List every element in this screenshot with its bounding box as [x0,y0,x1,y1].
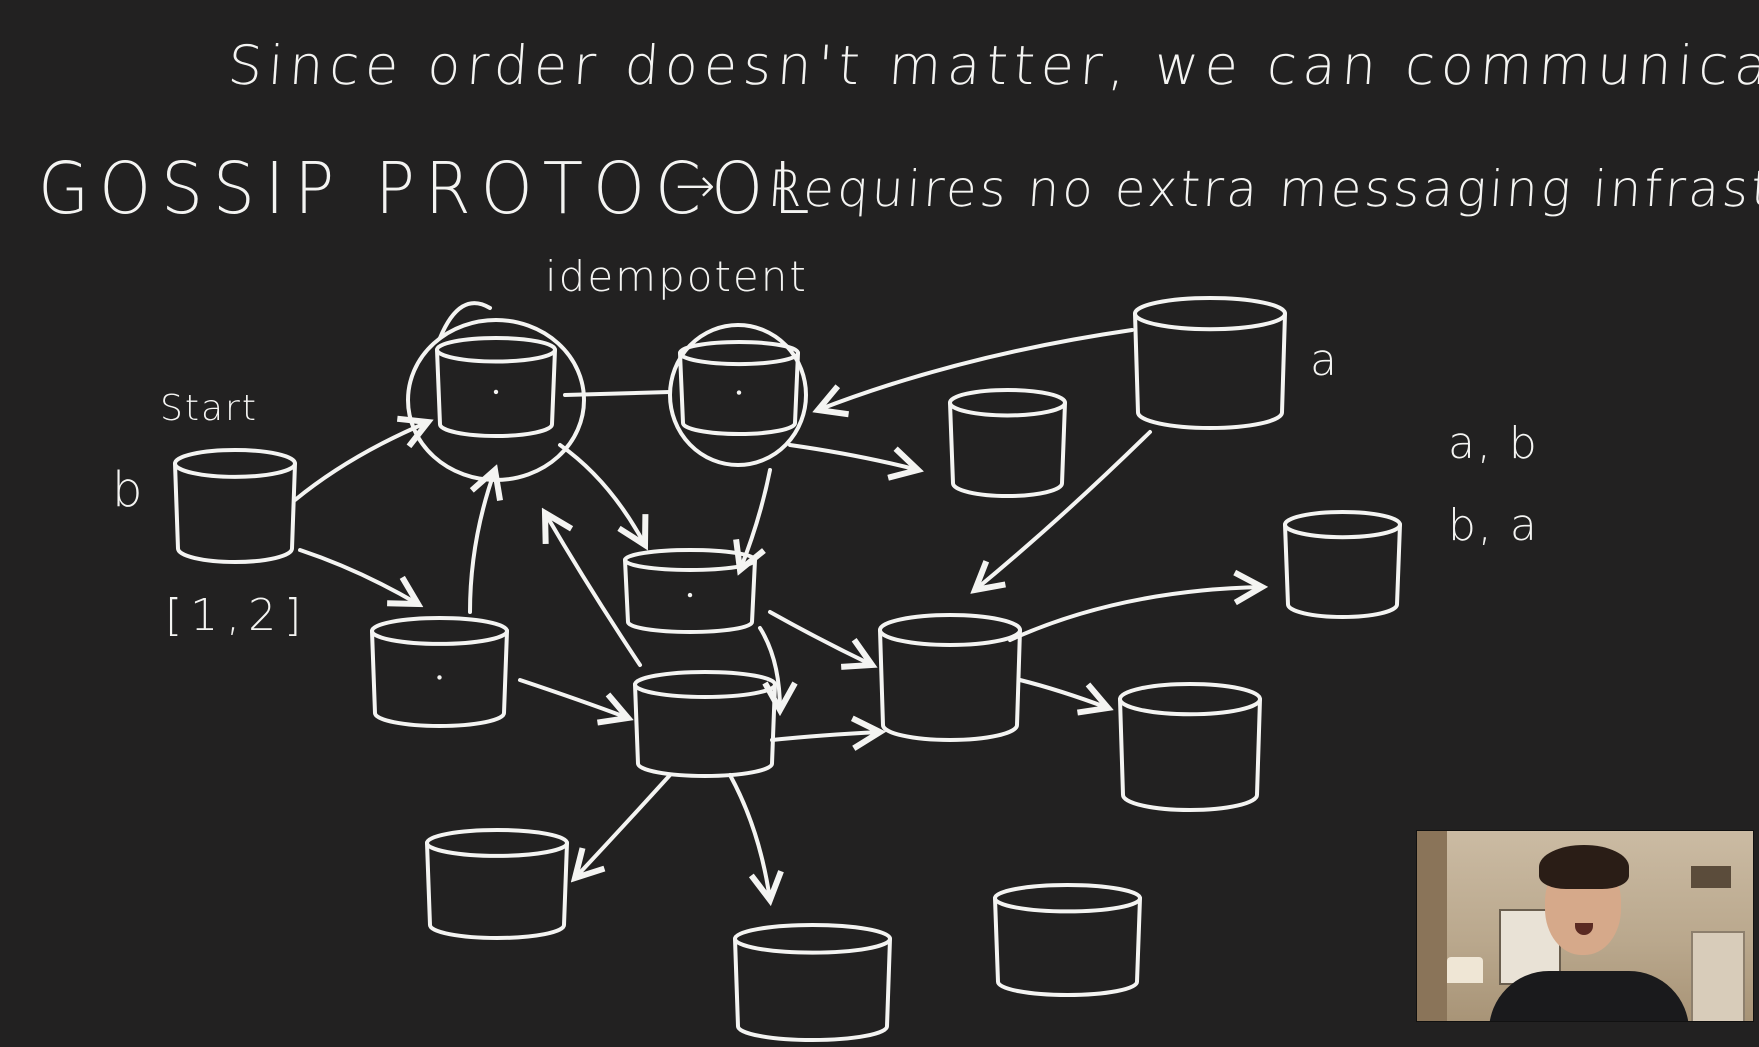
node-top [173,448,297,479]
b-label: b [112,462,145,518]
edge-start-to-left-low [298,548,418,604]
node-body [435,347,557,438]
database-node-source-a [1133,296,1287,430]
database-node-bottom-mid [733,923,892,1042]
node-top [878,613,1022,647]
database-node-far-right [1283,509,1402,619]
node-top [993,883,1142,914]
node-body [370,628,509,728]
node-dot [493,389,499,395]
edges [293,328,1262,900]
node-body [993,896,1142,997]
database-node-idem-left [435,336,557,438]
edge-start-to-idem-left [293,422,428,502]
webcam-door [1691,931,1745,1021]
node-top [370,616,509,646]
node-body [948,400,1067,498]
database-node-right-low [1118,682,1262,812]
idempotent-circle-right [668,323,808,467]
database-node-idem-right [678,340,800,436]
edge-idem-right-to-center-top [740,468,772,570]
edge-source-a-to-idem-right [818,328,1134,410]
idempotent-circles [406,301,808,482]
webcam-lamp [1447,957,1483,983]
database-node-hub [878,613,1022,742]
idempotent-loop-left [438,301,492,340]
node-body [878,628,1022,742]
webcam-shelf [1417,831,1447,1021]
edge-left-low-to-idem-left [468,470,495,614]
edge-center-to-bottom-left [575,773,672,878]
node-body [633,682,777,778]
database-node-mid-right [948,388,1067,498]
webcam-vent [1691,866,1731,888]
node-dot [687,592,693,598]
start-label: Start [160,388,258,429]
node-body [733,936,892,1042]
edge-hub-to-far-right [1008,587,1262,642]
edge-center-top-to-hub [768,610,872,665]
idempotent-label: idempotent [545,252,808,301]
database-node-bottom-left [425,828,569,940]
presenter-hair [1539,845,1629,889]
node-body [1118,697,1262,812]
node-body [1283,522,1402,619]
webcam-overlay [1416,830,1754,1022]
list-label: [1,2] [165,590,310,641]
idempotent-circle-left [406,318,586,482]
node-top [1283,509,1402,540]
database-node-left-low [370,616,509,728]
node-top [623,548,757,572]
node-body [173,461,297,564]
edge-center-to-idem-left [545,513,642,667]
node-dot [736,390,742,395]
edge-center-top-to-center [758,626,780,710]
edge-idem-left-to-idem-right [563,390,672,397]
arrow-symbol: → [675,158,718,214]
ab-label: a, b [1448,418,1539,469]
nodes [173,296,1402,1042]
database-node-start [173,448,297,564]
node-top [733,923,892,955]
node-body [425,840,569,940]
node-body [678,351,800,436]
edge-center-to-hub [770,732,880,740]
node-top [435,336,557,364]
edge-idem-left-to-center-top [558,443,645,545]
database-node-bottom-right [993,883,1142,997]
edge-idem-right-to-mid-right [788,443,918,470]
a-label: a [1310,335,1339,386]
node-body [1133,311,1287,430]
node-top [1133,296,1287,332]
node-body [623,558,757,634]
edge-hub-to-right-low [1018,678,1108,708]
node-top [633,670,777,699]
node-top [948,388,1067,418]
edge-center-to-bottom-mid [728,773,770,900]
edge-left-low-to-center [518,678,628,718]
gossip-heading: GOSSIP PROTOCOL [38,146,820,231]
ba-label: b, a [1448,500,1539,551]
presenter-mouth [1575,923,1593,935]
node-top [678,340,800,367]
node-dot [437,675,442,680]
presenter-shirt [1489,971,1689,1021]
node-top [1118,682,1262,717]
node-top [425,828,569,858]
database-node-center-top [623,548,757,634]
edge-source-a-to-hub [975,430,1152,590]
database-node-center [633,670,777,778]
